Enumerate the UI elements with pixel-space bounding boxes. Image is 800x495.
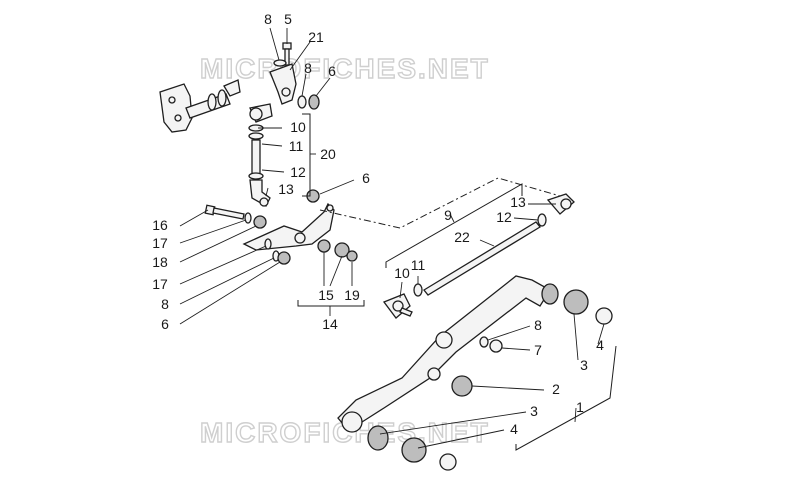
pedal-cap-4-bottom — [439, 453, 457, 471]
callout-2: 2 — [552, 381, 560, 397]
callout-14: 14 — [322, 316, 338, 332]
callout-7: 7 — [534, 342, 542, 358]
bushing-19 — [346, 250, 358, 262]
rod-end-upper — [249, 103, 273, 123]
bushing-18 — [253, 215, 267, 229]
callout-5: 5 — [284, 11, 292, 27]
nut-12-right — [537, 213, 547, 227]
callout-3-bottom: 3 — [530, 403, 538, 419]
callout-17-b: 17 — [152, 276, 168, 292]
callout-9: 9 — [444, 207, 452, 223]
pedal-rubber-3-top — [541, 283, 589, 315]
bracket-1 — [515, 345, 617, 451]
callout-22: 22 — [454, 229, 470, 245]
callout-6-mid: 6 — [362, 170, 370, 186]
lever-21 — [269, 63, 297, 105]
gear-pedal-1 — [337, 275, 551, 433]
callout-11-left: 11 — [289, 138, 304, 154]
bushing-2 — [451, 375, 473, 397]
callout-12-left: 12 — [290, 164, 306, 180]
callout-10-right: 10 — [394, 265, 410, 281]
washer-8-b — [297, 95, 307, 109]
callout-17-a: 17 — [152, 235, 168, 251]
watermark-top: MICROFICHES.NET — [200, 53, 490, 84]
callout-20: 20 — [320, 146, 336, 162]
bracket-14 — [297, 300, 365, 316]
callout-15: 15 — [318, 287, 334, 303]
nut-12-left — [248, 172, 264, 180]
washer-8-right — [479, 336, 489, 348]
leader-lines — [179, 27, 605, 449]
bracket-9 — [385, 183, 523, 268]
bushing-15-a — [317, 239, 331, 253]
pedal-rubber-3-bottom — [367, 425, 427, 463]
callout-8-left: 8 — [161, 296, 169, 312]
rod-end-13-right — [546, 193, 575, 215]
nut-11-left — [248, 132, 264, 140]
rod-end-10-right — [382, 293, 413, 319]
callout-19: 19 — [344, 287, 360, 303]
callout-21: 21 — [308, 29, 324, 45]
callout-16: 16 — [152, 217, 168, 233]
callout-13-left: 13 — [278, 181, 294, 197]
callout-13-right: 13 — [510, 194, 526, 210]
callout-11-right: 11 — [411, 257, 426, 273]
callout-8-right: 8 — [534, 317, 542, 333]
callout-8-top: 8 — [264, 11, 272, 27]
callout-8-b: 8 — [304, 60, 312, 76]
nut-6-left — [277, 251, 291, 265]
bracket-20 — [302, 113, 316, 197]
callout-labels: 8 5 21 8 6 10 11 20 12 13 6 16 17 18 17 … — [152, 11, 604, 437]
rod-end-13-left — [249, 179, 271, 207]
nut-11-right — [413, 283, 423, 297]
pivot-bolt-16 — [204, 204, 245, 220]
spacer-7 — [489, 339, 503, 353]
washer-8-top — [273, 59, 287, 67]
callout-4-bottom: 4 — [510, 421, 518, 437]
callout-18: 18 — [152, 254, 168, 270]
callout-1: 1 — [576, 399, 584, 415]
callout-4-top: 4 — [596, 337, 604, 353]
nut-6-top — [308, 94, 320, 110]
gear-selector-shaft — [159, 79, 241, 133]
rod-20 — [251, 139, 261, 175]
callout-3-top: 3 — [580, 357, 588, 373]
pivot-lever — [242, 202, 335, 251]
washer-17-a — [244, 212, 252, 224]
pedal-cap-4-top — [595, 307, 613, 325]
callout-12-right: 12 — [496, 209, 512, 225]
callout-6-top: 6 — [328, 63, 336, 79]
callout-10-left: 10 — [290, 119, 306, 135]
washer-17-b — [264, 238, 272, 250]
rod-22 — [423, 221, 541, 296]
callout-6-left: 6 — [161, 316, 169, 332]
